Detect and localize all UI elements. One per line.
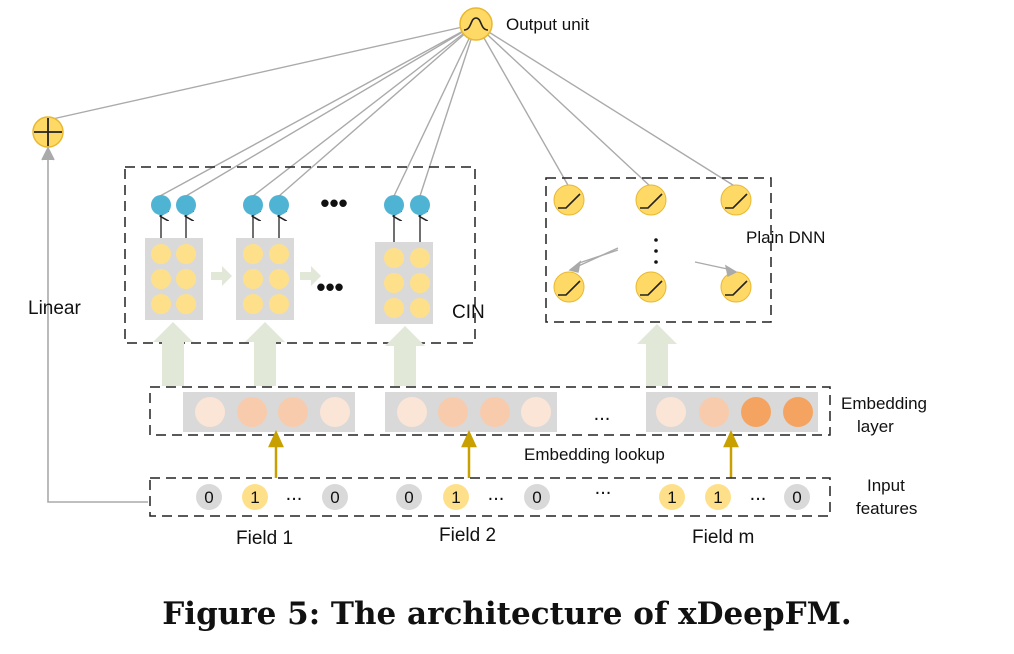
cin-feature-map-2 [236,195,294,320]
relu-unit [553,271,585,303]
relu-icon [558,280,581,296]
relu-unit [720,184,752,216]
embedding-layer-label-line1: Embedding [841,394,927,413]
output-unit-label: Output unit [506,15,589,34]
linear-label: Linear [28,298,81,319]
relu-icon [640,193,663,209]
cin-output-unit [384,195,404,215]
plain-dnn-box [545,177,772,323]
cin-output-unit [151,195,171,215]
relu-unit [635,271,667,303]
cin-box [124,166,476,344]
feature-value: 0 [532,488,541,507]
input-field-2: 0 1 ... 0 [396,483,550,510]
cin-feature-map-k [375,195,433,324]
embedding-ellipsis: ... [594,403,611,425]
embedding-lookup-label: Embedding lookup [524,445,665,464]
cin-label: CIN [452,302,485,323]
cin-ellipsis-top: ••• [320,188,347,218]
input-ellipsis: ... [595,477,612,499]
xdeepfm-architecture-diagram: Output unit Linear CIN [28,7,927,549]
relu-unit [553,184,585,216]
cin-layer-arrows [211,266,321,286]
feature-value: 0 [330,488,339,507]
feature-value: 1 [451,488,460,507]
feature-ellipsis: ... [750,483,767,505]
cin-ellipsis-mid: ••• [316,272,343,302]
cin-output-unit [243,195,263,215]
feature-ellipsis: ... [286,483,303,505]
field-m-label: Field m [692,527,754,548]
input-features-label-line2: features [856,499,917,518]
input-features-box [149,477,831,517]
embedding-to-model-arrows [153,322,677,386]
feature-value: 0 [792,488,801,507]
sigmoid-icon [463,17,489,31]
feature-ellipsis: ... [488,483,505,505]
dnn-units [553,184,752,303]
embedding-field-1 [183,392,355,432]
embedding-lookup-arrows [268,430,739,478]
cin-output-unit [269,195,289,215]
input-field-m: 1 1 ... 0 [659,483,810,510]
feature-value: 1 [667,488,676,507]
plus-icon [34,118,62,146]
embedding-field-m [646,392,818,432]
relu-icon [640,280,663,296]
relu-icon [725,280,748,296]
embedding-field-2 [385,392,557,432]
feature-value: 0 [204,488,213,507]
field-2-label: Field 2 [439,525,496,546]
relu-unit [720,271,752,303]
output-connection-lines [47,23,737,197]
figure-caption: Figure 5: The architecture of xDeepFM. [162,596,852,632]
relu-icon [725,193,748,209]
cin-output-unit [410,195,430,215]
relu-icon [558,193,581,209]
input-field-1: 0 1 ... 0 [196,483,348,510]
plain-dnn-label: Plain DNN [746,228,825,247]
field-1-label: Field 1 [236,528,293,549]
embedding-layer-label-line2: layer [857,417,894,436]
dnn-connections [568,247,738,278]
feature-value: 1 [250,488,259,507]
dnn-vertical-ellipsis [654,238,658,264]
linear-sum-node [32,116,64,148]
output-unit [459,7,493,41]
relu-unit [635,184,667,216]
cin-output-unit [176,195,196,215]
linear-path [41,146,148,503]
cin-feature-map-1 [145,195,203,320]
input-features-label-line1: Input [867,476,905,495]
feature-value: 0 [404,488,413,507]
embedding-layer-box [149,386,831,436]
feature-value: 1 [713,488,722,507]
